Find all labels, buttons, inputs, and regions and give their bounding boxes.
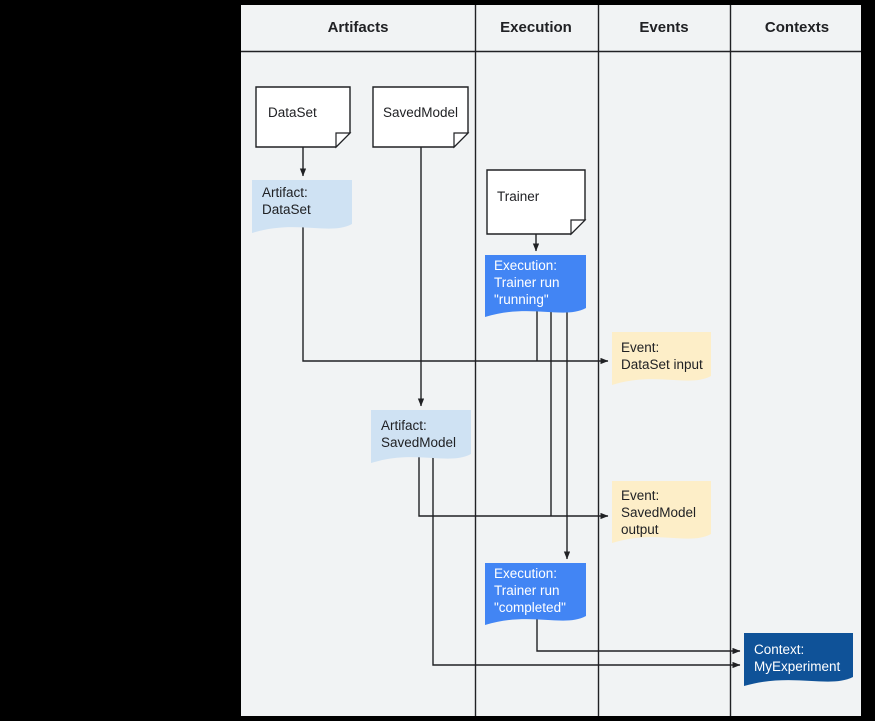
wave-shape [744, 633, 853, 686]
node-context-myexperiment[interactable]: Context: MyExperiment [744, 633, 853, 686]
wave-shape [371, 410, 471, 463]
node-label-line-0: Context: [754, 642, 804, 657]
node-label-line-0: Event: [621, 488, 659, 503]
node-label-line-0: Artifact: [381, 418, 427, 433]
lane-header-artifacts: Artifacts [328, 19, 389, 36]
connector-artifact-dataset-to-event-input [302, 224, 609, 365]
node-label-line-2: "running" [494, 292, 549, 307]
node-label-line-1: SavedModel [621, 505, 696, 520]
node-event-savedmodel-output[interactable]: Event: SavedModel output [612, 481, 711, 543]
node-execution-completed[interactable]: Execution: Trainer run "completed" [485, 563, 586, 625]
node-label-line-0: Execution: [494, 258, 557, 273]
node-label-line-1: MyExperiment [754, 659, 841, 674]
wave-shape [612, 332, 711, 385]
document-fold-icon [453, 132, 470, 149]
document-fold-icon [335, 132, 352, 149]
node-event-dataset-input[interactable]: Event: DataSet input [612, 332, 711, 385]
node-label-line-2: output [621, 522, 659, 537]
wave-shape [485, 255, 586, 317]
node-label-line-0: DataSet [268, 105, 317, 120]
node-label-line-1: Trainer run [494, 275, 560, 290]
connector-execution-completed-to-context [536, 616, 741, 655]
node-label-line-2: "completed" [494, 600, 566, 615]
connector-layer [299, 147, 741, 669]
node-label-line-0: SavedModel [383, 105, 458, 120]
wave-shape [485, 563, 586, 625]
node-label-line-0: Trainer [497, 189, 540, 204]
connector-artifact-savedmodel-to-context [432, 455, 741, 669]
node-execution-running[interactable]: Execution: Trainer run "running" [485, 255, 586, 317]
lane-header-contexts: Contexts [765, 19, 829, 36]
node-label-line-1: DataSet input [621, 357, 703, 372]
lane-header-execution: Execution [500, 19, 572, 36]
connector-artifact-savedmodel-to-event-output [418, 455, 609, 520]
lane-header-events: Events [639, 19, 688, 36]
node-label-line-1: DataSet [262, 202, 311, 217]
node-label-line-0: Event: [621, 340, 659, 355]
wave-shape [252, 180, 352, 233]
node-label-line-1: SavedModel [381, 435, 456, 450]
node-label-line-0: Artifact: [262, 185, 308, 200]
node-label-line-0: Execution: [494, 566, 557, 581]
wave-shape [612, 481, 711, 543]
document-fold-icon [570, 219, 587, 236]
node-doc-dataset[interactable]: DataSet [255, 86, 352, 149]
node-doc-trainer[interactable]: Trainer [486, 169, 587, 236]
node-label-line-1: Trainer run [494, 583, 560, 598]
node-artifact-savedmodel[interactable]: Artifact: SavedModel [371, 410, 471, 463]
node-artifact-dataset[interactable]: Artifact: DataSet [252, 180, 352, 233]
node-doc-savedmodel[interactable]: SavedModel [372, 86, 470, 149]
